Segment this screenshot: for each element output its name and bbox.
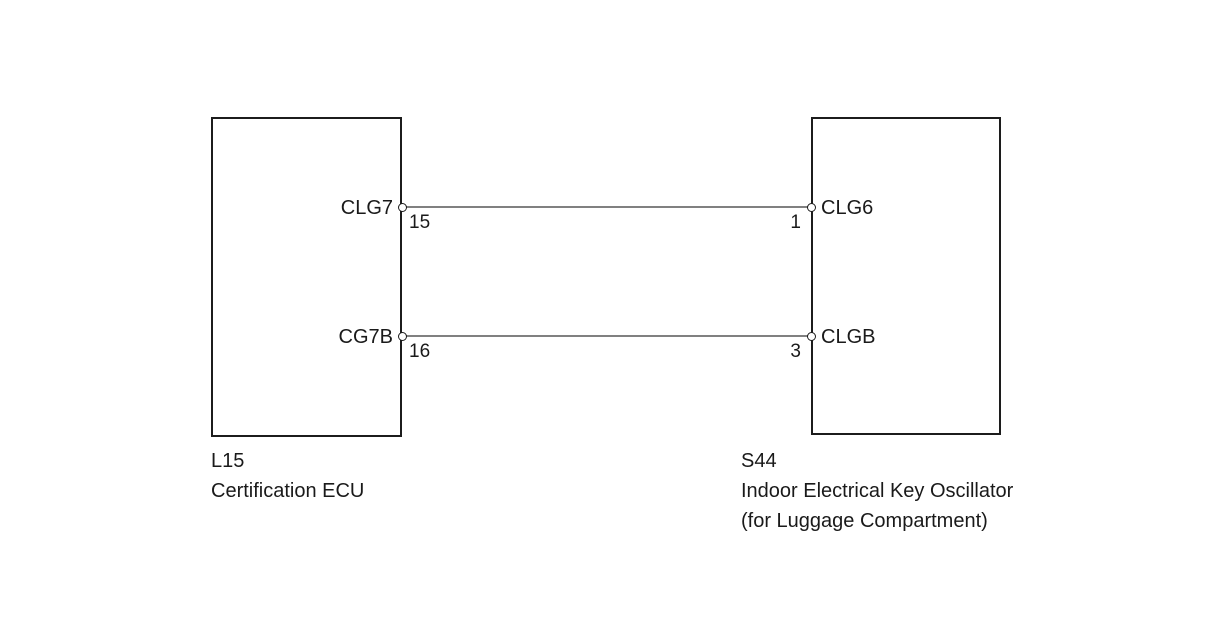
connector-box-left-l15 bbox=[211, 117, 402, 437]
caption-right-component: S44 Indoor Electrical Key Oscillator (fo… bbox=[741, 446, 1013, 536]
pin-number-15: 15 bbox=[409, 212, 431, 233]
component-code-s44: S44 bbox=[741, 450, 777, 472]
signal-label-clg7: CLG7 bbox=[340, 197, 393, 219]
component-code-l15: L15 bbox=[211, 450, 245, 472]
pin-number-3: 3 bbox=[790, 341, 801, 362]
connector-box-right-s44 bbox=[811, 117, 1001, 435]
terminal-circle-left-clg7 bbox=[398, 203, 407, 212]
pin-number-1: 1 bbox=[790, 212, 801, 233]
caption-left-component: L15 Certification ECU bbox=[211, 446, 364, 506]
signal-label-clg6: CLG6 bbox=[821, 197, 874, 219]
wire-cg7b-to-clgb bbox=[402, 335, 811, 337]
wire-clg7-to-clg6 bbox=[402, 206, 811, 208]
pin-number-16: 16 bbox=[409, 341, 431, 362]
component-name-for-luggage-compartment: (for Luggage Compartment) bbox=[741, 510, 988, 532]
signal-label-cg7b: CG7B bbox=[338, 326, 393, 348]
terminal-circle-right-clg6 bbox=[807, 203, 816, 212]
terminal-circle-left-cg7b bbox=[398, 332, 407, 341]
component-name-certification-ecu: Certification ECU bbox=[211, 480, 365, 502]
component-name-indoor-electrical-key-oscillator: Indoor Electrical Key Oscillator bbox=[741, 480, 1014, 502]
terminal-circle-right-clgb bbox=[807, 332, 816, 341]
signal-label-clgb: CLGB bbox=[821, 326, 876, 348]
